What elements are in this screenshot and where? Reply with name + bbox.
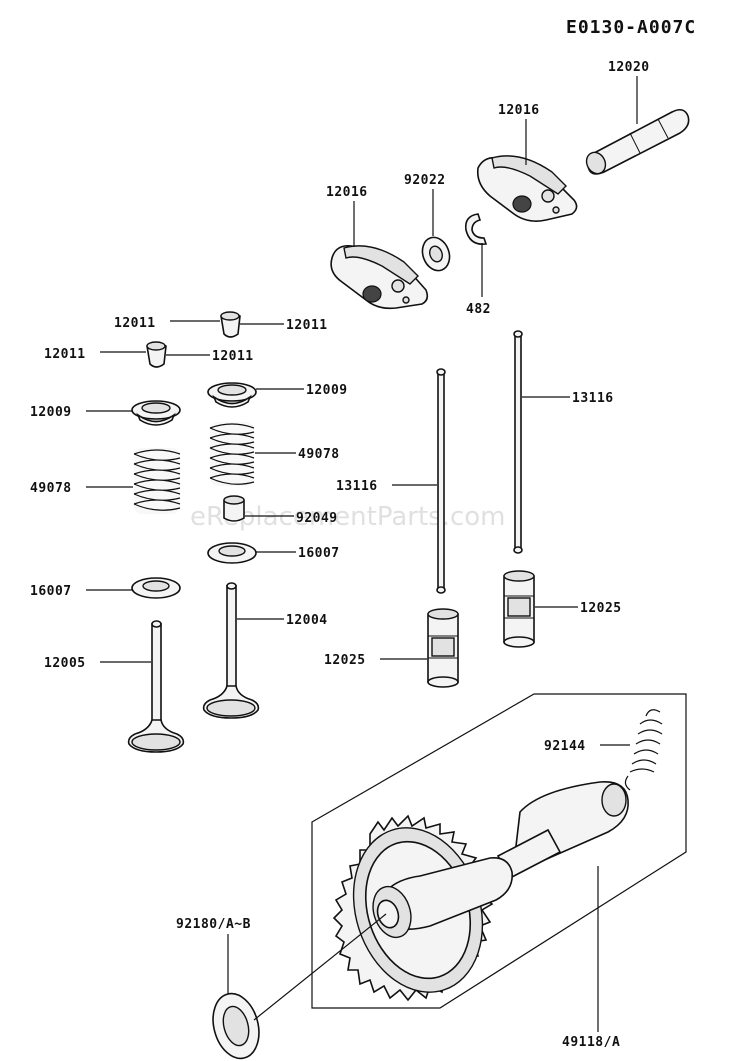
label-12009-right: 12009 <box>306 383 348 398</box>
snap-ring-482[interactable] <box>464 213 488 246</box>
valve-seat-16007-left[interactable] <box>131 577 181 599</box>
diagram-code: E0130-A007C <box>566 17 696 38</box>
label-12011-d: 12011 <box>212 349 254 364</box>
label-12016-upper: 12016 <box>498 103 540 118</box>
spring-retainer-12009-right[interactable] <box>207 382 257 408</box>
label-12011-c: 12011 <box>44 347 86 362</box>
label-49078-left: 49078 <box>30 481 72 496</box>
label-12009-left: 12009 <box>30 405 72 420</box>
label-92022: 92022 <box>404 173 446 188</box>
collet-12011-upper[interactable] <box>220 311 241 338</box>
label-12005: 12005 <box>44 656 86 671</box>
label-16007-left: 16007 <box>30 584 72 599</box>
label-16007-right: 16007 <box>298 546 340 561</box>
intake-valve-12004[interactable] <box>202 582 260 719</box>
exhaust-valve-12005[interactable] <box>127 620 185 753</box>
valve-seal-92049[interactable] <box>223 495 245 522</box>
rocker-arm-12016-lower[interactable] <box>330 244 429 310</box>
label-12004: 12004 <box>286 613 328 628</box>
label-12020: 12020 <box>608 60 650 75</box>
collet-12011-lower[interactable] <box>146 341 167 368</box>
label-12016-lower: 12016 <box>326 185 368 200</box>
label-12011-a: 12011 <box>114 316 156 331</box>
valve-spring-49078-right[interactable] <box>209 422 255 486</box>
label-482: 482 <box>466 302 491 317</box>
camshaft-assembly-frame <box>311 693 687 1009</box>
label-49118: 49118/A <box>562 1035 620 1050</box>
washer-92022[interactable] <box>418 234 454 275</box>
rocker-arm-12016-upper[interactable] <box>476 155 578 222</box>
tappet-12025-left[interactable] <box>427 608 459 688</box>
valve-spring-49078-left[interactable] <box>133 448 181 514</box>
camshaft-gear-49118[interactable] <box>332 781 629 1009</box>
valve-seat-16007-right[interactable] <box>207 542 257 564</box>
push-rod-13116-left[interactable] <box>436 368 446 594</box>
shim-92180[interactable] <box>206 988 266 1061</box>
label-13116-right: 13116 <box>572 391 614 406</box>
label-12025-right: 12025 <box>580 601 622 616</box>
label-92049: 92049 <box>296 511 338 526</box>
label-12011-b: 12011 <box>286 318 328 333</box>
label-92144: 92144 <box>544 739 586 754</box>
push-rod-13116-right[interactable] <box>513 330 523 554</box>
tappet-12025-right[interactable] <box>503 570 535 648</box>
spring-retainer-12009-left[interactable] <box>131 400 181 426</box>
rocker-shaft-12020[interactable] <box>583 108 690 177</box>
label-13116-left: 13116 <box>336 479 378 494</box>
label-12025-left: 12025 <box>324 653 366 668</box>
label-92180: 92180/A~B <box>176 917 251 932</box>
spring-92144[interactable] <box>624 709 663 791</box>
label-49078-right: 49078 <box>298 447 340 462</box>
